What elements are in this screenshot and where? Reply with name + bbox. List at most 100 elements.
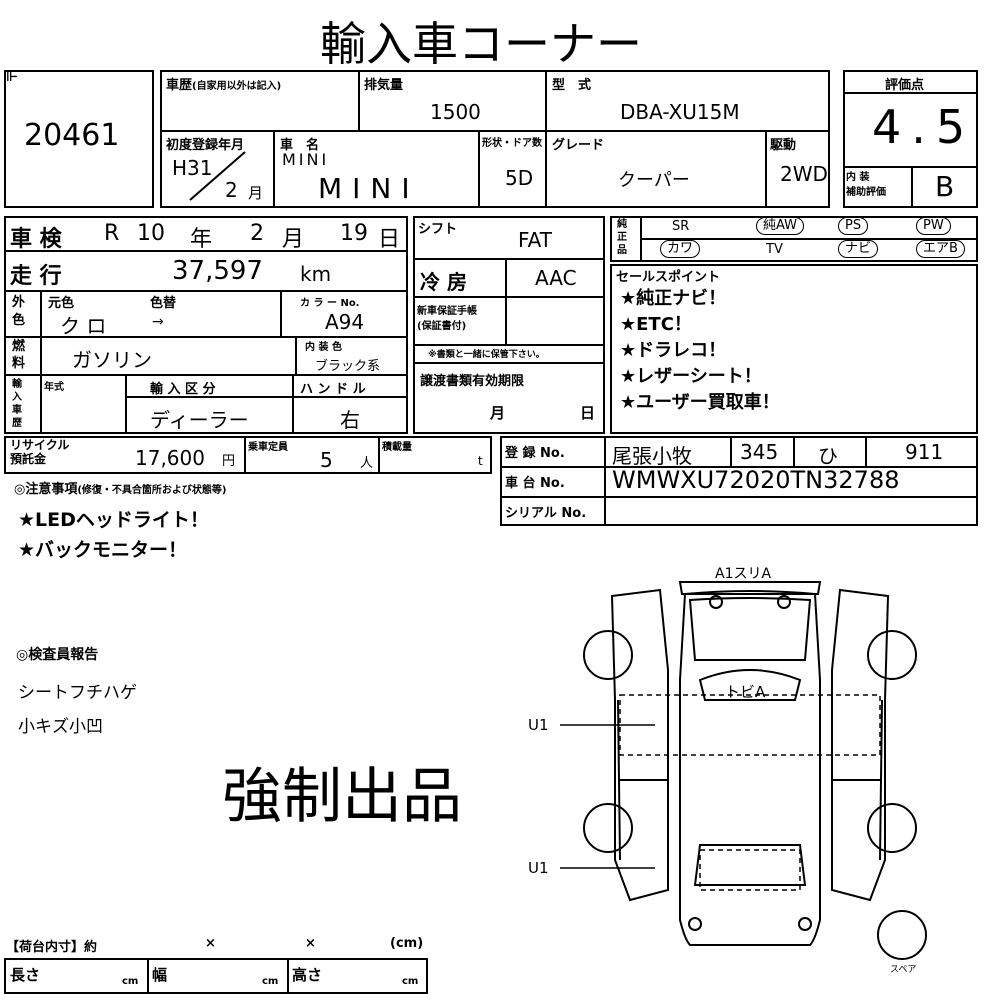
inspection-era: R	[104, 221, 120, 246]
page-title: 輸入車コーナー	[320, 17, 642, 71]
selling-point: ★ユーザー買取車！	[620, 392, 780, 413]
cargo-width-label: 幅	[152, 966, 168, 984]
note-item: ★バックモニター！	[18, 539, 188, 561]
registration-kana: ひ	[818, 444, 838, 468]
cargo-height-label: 高さ	[292, 966, 323, 984]
registration-label: 登 録 No.	[505, 446, 565, 461]
genuine-sr: SR	[672, 219, 690, 234]
fuel-label: 燃料	[12, 339, 26, 371]
cargo-label: 【荷台内寸】約	[6, 940, 98, 955]
transfer-month: 月	[490, 404, 506, 422]
selling-point: ★レザーシート！	[620, 366, 762, 387]
exterior-value: ク ロ	[60, 314, 107, 338]
genuine-airbag: エアB	[916, 240, 965, 258]
score-value: 4.5	[872, 100, 976, 154]
notes-label: ◎注意事項(修復・不具合箇所および状態等)	[14, 482, 227, 497]
interior-color-value: ブラック系	[315, 359, 381, 374]
genuine-leather: カワ	[660, 240, 701, 258]
interior-color-label: 内 装 色	[305, 342, 342, 353]
notes-list: ★LEDヘッドライト！ ★バックモニター！	[18, 505, 209, 565]
manual-label: 新車保証手帳 (保証書付)	[417, 306, 477, 332]
grade-value: クーパー	[618, 170, 690, 191]
drive-value: 2WD	[780, 162, 828, 186]
inspection-label: 車 検	[10, 227, 62, 252]
recycle-label: リサイクル 預託金	[10, 438, 70, 466]
selling-points-box	[610, 264, 978, 434]
inspection-year-unit: 年	[190, 227, 213, 252]
recycle-unit: 円	[222, 454, 236, 469]
cargo-unit: (cm)	[390, 936, 424, 951]
selling-point: ★純正ナビ！	[620, 288, 727, 309]
shift-value: FAT	[518, 228, 553, 252]
inspection-day-unit: 日	[378, 227, 401, 252]
cargo-height-unit: cm	[402, 976, 419, 987]
car-name-label: 車 名	[280, 138, 320, 153]
import-year-label: 年式	[44, 382, 64, 393]
lot-box	[4, 70, 154, 208]
exterior-label: 外色	[12, 295, 26, 328]
first-reg-year: H31	[172, 156, 213, 180]
drive-label: 駆動	[770, 138, 797, 153]
score-label: 評価点	[885, 78, 925, 93]
doors-value: 5D	[505, 166, 534, 190]
genuine-navi: ナビ	[838, 240, 879, 258]
genuine-label: 純正品	[617, 219, 627, 256]
genuine-ps: PS	[838, 217, 869, 235]
serial-label: シリアル No.	[505, 506, 587, 521]
selling-point: ★ETC！	[620, 314, 692, 335]
capacity-unit: 人	[360, 456, 374, 471]
exterior-orig-label: 元色	[48, 296, 75, 311]
selling-points-list: ★純正ナビ！ ★ETC！ ★ドラレコ！ ★レザーシート！ ★ユーザー買取車！	[620, 286, 780, 416]
lot-number: 20461	[24, 118, 120, 153]
ac-label: 冷 房	[420, 270, 467, 294]
diagram-front-label: A1スリA	[715, 566, 771, 582]
capacity-label: 乗車定員	[248, 442, 288, 453]
inspection-year: 10	[137, 221, 165, 246]
transfer-day: 日	[580, 404, 596, 422]
selling-point: ★ドラレコ！	[620, 340, 727, 361]
inspection-month-unit: 月	[282, 227, 305, 252]
registration-number: 911	[905, 440, 944, 464]
genuine-pw: PW	[916, 217, 951, 235]
exterior-change-label: 色替	[150, 296, 177, 311]
registration-class: 345	[740, 440, 779, 464]
model-value: DBA-XU15M	[620, 100, 740, 124]
cargo-length-label: 長さ	[10, 966, 41, 984]
first-reg-slash	[189, 151, 246, 201]
diagram-u1-lower: U1	[528, 859, 549, 877]
header-grid	[160, 70, 830, 208]
import-type-label: 輸 入 区 分	[150, 382, 216, 397]
interior-score-label: 内 装 補助評価	[846, 172, 886, 198]
registration-grid	[500, 436, 978, 526]
vehicle-info-grid	[4, 216, 408, 434]
car-name: MINI	[318, 172, 420, 205]
car-damage-diagram: A1スリA トビA U1 U1 スペア	[528, 566, 927, 975]
ac-value: AAC	[535, 266, 577, 290]
displacement-value: 1500	[430, 100, 481, 124]
manual-note: ※書類と一緒に保管下さい。	[428, 350, 545, 360]
import-label: 輸入車歴	[12, 379, 22, 429]
color-no-label: カ ラ ー No.	[300, 298, 360, 309]
mileage-label: 走 行	[10, 264, 62, 289]
model-label: 型 式	[552, 78, 592, 93]
inspector-label: ◎検査員報告	[16, 647, 99, 663]
cargo-width-unit: cm	[262, 976, 279, 987]
cargo-x1: ×	[205, 936, 216, 951]
first-reg-month: 2	[225, 178, 238, 202]
arrow-icon: →	[152, 314, 164, 330]
grade-label: グレード	[552, 138, 605, 153]
chassis-value: WMWXU72020TN32788	[612, 466, 900, 494]
first-reg-month-unit: 月	[248, 184, 264, 202]
recycle-row	[4, 436, 492, 474]
color-no-value: A94	[325, 310, 365, 334]
recycle-value: 17,600	[135, 446, 205, 470]
capacity-value: 5	[320, 448, 333, 472]
genuine-tv: TV	[766, 242, 783, 257]
score-box	[843, 70, 978, 208]
cargo-grid	[4, 958, 428, 994]
load-unit: t	[478, 454, 483, 468]
car-maker: MINI	[282, 150, 330, 169]
registration-place: 尾張小牧	[612, 444, 692, 468]
diagram-u1-upper: U1	[528, 716, 549, 734]
doors-label: 形状・ドア数	[482, 138, 542, 149]
